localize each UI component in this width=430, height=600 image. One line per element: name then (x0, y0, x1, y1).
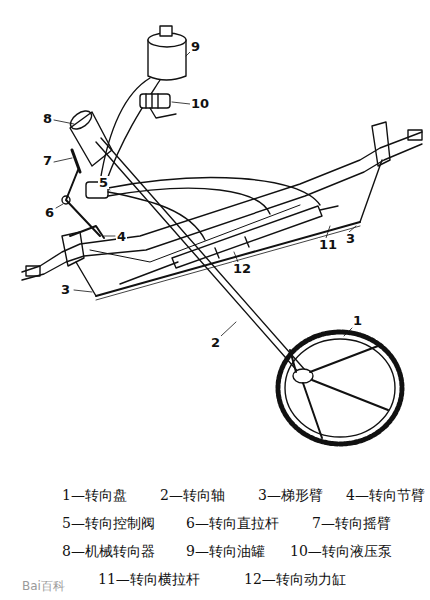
callout-number: 5 (98, 176, 109, 189)
wheel-spokes (290, 346, 388, 438)
left-knuckle (62, 232, 84, 266)
legend-text: 12—转向动力缸 (244, 572, 346, 586)
legend-text: 10—转向液压泵 (290, 544, 392, 558)
callout-number: 3 (60, 283, 71, 296)
callout-number: 6 (44, 206, 55, 219)
legend-text: 4—转向节臂 (346, 488, 425, 502)
callout-number: 12 (232, 262, 252, 275)
gear-cap (67, 107, 95, 132)
cylinder-mount (320, 206, 338, 210)
tie-rod-edge (96, 226, 360, 300)
leader-line (172, 102, 190, 104)
steering-shaft (96, 142, 300, 374)
callout-number: 4 (116, 230, 127, 243)
power-cylinder (172, 206, 322, 268)
tie-rod (96, 222, 360, 296)
callout-number: 2 (210, 336, 221, 349)
wheel-rim (278, 332, 402, 444)
callout-number: 8 (42, 112, 53, 125)
reservoir-cap (160, 26, 172, 36)
leader-line (74, 290, 92, 292)
callout-number: 7 (42, 154, 53, 167)
hydraulic-pump (140, 94, 170, 108)
legend-text: 9—转向油罐 (186, 544, 265, 558)
ball-joint (62, 196, 70, 204)
front-axle-lower (22, 144, 422, 280)
legend-text: 5—转向控制阀 (62, 516, 155, 530)
callout-number: 10 (190, 97, 210, 110)
callout-number: 1 (352, 314, 363, 327)
legend-text: 3—梯形臂 (258, 488, 323, 502)
leader-line (56, 204, 63, 208)
right-trapezoid-arm (360, 160, 382, 222)
callout-number: 9 (190, 40, 201, 53)
leader-line (234, 252, 238, 262)
leader-line (54, 158, 72, 162)
leader-line (344, 328, 352, 336)
legend-text: 7—转向摇臂 (312, 516, 391, 530)
pump-detail (146, 94, 176, 118)
legend-text: 11—转向横拉杆 (98, 572, 200, 586)
watermark: Bai百科 (22, 580, 65, 592)
leader-line (104, 236, 115, 237)
callout-number: 11 (318, 238, 338, 251)
pitman-arm (72, 150, 80, 172)
hose (108, 188, 270, 214)
right-knuckle (372, 122, 390, 166)
legend-text: 1—转向盘 (62, 488, 127, 502)
cylinder-rod (120, 237, 249, 284)
legend-text: 6—转向直拉杆 (186, 516, 279, 530)
left-hub (26, 266, 40, 276)
wheel-rim-inner (285, 339, 395, 437)
leader-line (221, 322, 236, 336)
leader-line (326, 226, 330, 238)
steering-shaft-edge (101, 138, 305, 370)
drag-link (66, 170, 100, 236)
front-axle (22, 132, 422, 272)
legend-text: 8—机械转向器 (62, 544, 155, 558)
leader-line (54, 120, 74, 124)
callout-number: 3 (345, 232, 356, 245)
legend-text: 2—转向轴 (160, 488, 225, 502)
right-hub (408, 130, 422, 140)
